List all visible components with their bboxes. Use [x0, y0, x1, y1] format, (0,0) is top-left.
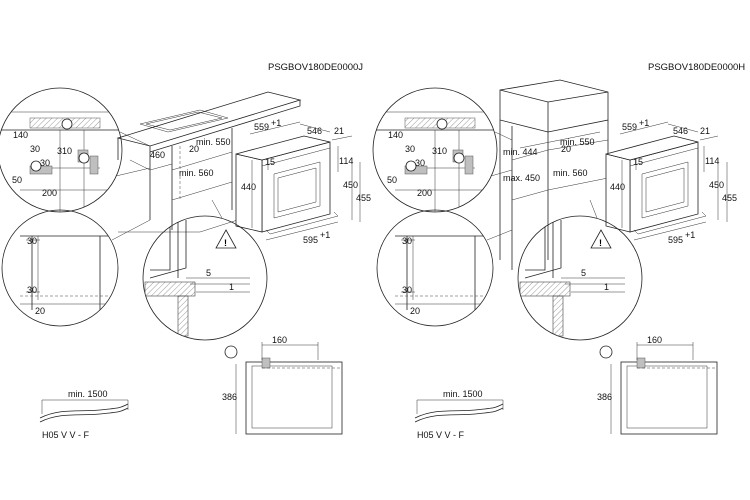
left-oven-dim-lines	[249, 121, 361, 241]
left-circle-dim-30b: 30	[40, 158, 50, 168]
right-variant: PSGBOV180DE0000H min. 444 max. 450 20 mi…	[372, 62, 745, 440]
left-front-dim-386: 386	[222, 392, 237, 402]
right-side-dim-30b: 30	[402, 285, 412, 295]
left-dim-595: 595	[303, 235, 318, 245]
right-cable-drawing	[414, 399, 504, 423]
right-circle-dim-200: 200	[417, 188, 432, 198]
left-dim-559-sup: +1	[271, 118, 281, 128]
right-dim-450: 450	[709, 180, 724, 190]
left-cable-drawing	[39, 399, 129, 423]
left-circle-dim-50: 50	[12, 175, 22, 185]
right-dim-546: 546	[673, 126, 688, 136]
right-warning-icon: !	[599, 238, 602, 248]
right-circle-dim-30a: 30	[405, 144, 415, 154]
left-circle-dim-310: 310	[57, 146, 72, 156]
right-dim-max450: max. 450	[503, 173, 540, 183]
right-circle-dim-30b: 30	[415, 158, 425, 168]
right-model-code: PSGBOV180DE0000H	[648, 62, 745, 73]
left-warning-icon: !	[224, 238, 227, 248]
right-dim-559-sup: +1	[639, 118, 649, 128]
right-dim-min560: min. 560	[553, 168, 588, 178]
right-dim-440: 440	[610, 182, 625, 192]
right-leader-b	[486, 229, 513, 241]
right-dim-595-sup: +1	[685, 230, 695, 240]
left-dim-min550: min. 550	[196, 137, 231, 147]
right-cable-length: min. 1500	[443, 389, 483, 399]
left-detail-circle-cabinet	[0, 87, 123, 213]
left-leader-c	[211, 199, 223, 219]
left-detail-circle-side	[1, 209, 119, 327]
left-circle-dim-200: 200	[42, 188, 57, 198]
left-leader-a	[119, 131, 151, 147]
right-front-dim-160: 160	[647, 335, 662, 345]
left-dim-20: 20	[189, 144, 199, 154]
left-dim-455: 455	[356, 193, 371, 203]
right-circle-dim-140: 140	[388, 130, 403, 140]
left-cable-type: H05 V V - F	[42, 430, 90, 440]
left-circle-dim-30a: 30	[30, 144, 40, 154]
right-gap-dim-5: 5	[581, 268, 586, 278]
left-dim-595-sup: +1	[320, 230, 330, 240]
left-cable-length: min. 1500	[68, 389, 108, 399]
left-dim-440: 440	[241, 182, 256, 192]
right-circle-dim-50: 50	[387, 175, 397, 185]
left-side-dim-30b: 30	[27, 285, 37, 295]
left-variant: PSGBOV180DE0000J 460 20 min. 550 min. 56…	[0, 62, 371, 440]
left-gap-dim-1: 1	[229, 282, 234, 292]
left-dim-min560: min. 560	[179, 168, 214, 178]
left-dim-15: 15	[265, 157, 275, 167]
right-cable-type: H05 V V - F	[417, 430, 465, 440]
left-leader-b	[111, 219, 151, 241]
right-dim-595: 595	[668, 235, 683, 245]
left-oven-drawing	[235, 135, 339, 235]
right-dim-21: 21	[700, 126, 710, 136]
left-dim-21: 21	[334, 126, 344, 136]
right-detail-circle-gap: !	[517, 215, 643, 341]
right-oven-drawing	[605, 135, 707, 235]
right-leader-a	[494, 131, 513, 141]
left-dim-546: 546	[307, 126, 322, 136]
left-circle-dim-140: 140	[13, 130, 28, 140]
right-oven-dim-lines	[619, 121, 728, 241]
left-dim-450: 450	[343, 180, 358, 190]
left-dim-114: 114	[339, 156, 353, 166]
left-gap-dim-5: 5	[206, 268, 211, 278]
left-leader-a2	[115, 167, 151, 177]
right-front-view	[599, 342, 718, 435]
right-dim-min444: min. 444	[503, 147, 538, 157]
right-cabinet-drawing	[499, 79, 609, 270]
left-front-dim-160: 160	[272, 335, 287, 345]
right-leader-c	[589, 199, 598, 219]
right-detail-circle-cabinet	[372, 87, 498, 213]
right-side-dim-30a: 30	[402, 236, 412, 246]
left-side-dim-20: 20	[35, 306, 45, 316]
left-dim-460: 460	[150, 150, 165, 160]
right-front-dim-386: 386	[597, 392, 612, 402]
right-leader-a2	[490, 169, 513, 177]
right-side-dim-20: 20	[410, 306, 420, 316]
left-side-dim-30a: 30	[27, 236, 37, 246]
right-dim-114: 114	[705, 156, 719, 166]
right-dim-455: 455	[722, 193, 737, 203]
right-detail-circle-side	[376, 209, 494, 327]
right-dim-20: 20	[561, 144, 571, 154]
left-front-view	[224, 342, 343, 435]
right-dim-min550: min. 550	[560, 137, 595, 147]
right-dim-15: 15	[633, 157, 643, 167]
left-model-code: PSGBOV180DE0000J	[268, 62, 363, 73]
right-circle-dim-310: 310	[432, 146, 447, 156]
right-gap-dim-1: 1	[604, 282, 609, 292]
left-detail-circle-gap: !	[142, 215, 268, 341]
right-dim-559: 559	[622, 122, 637, 132]
left-dim-559: 559	[254, 122, 269, 132]
